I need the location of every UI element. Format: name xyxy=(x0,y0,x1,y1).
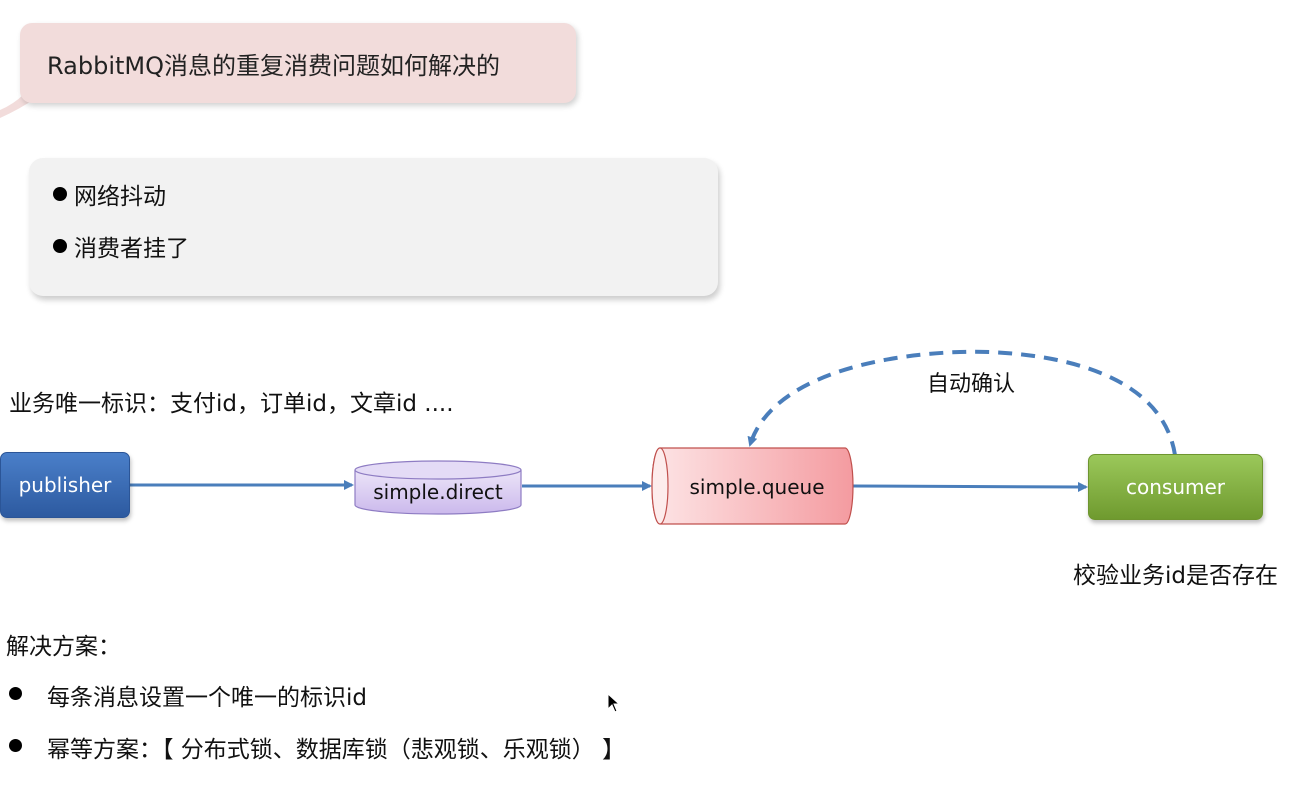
queue-label: simple.queue xyxy=(689,475,824,499)
reason-text: 网络抖动 xyxy=(74,183,166,210)
arrow-queue-to-consumer xyxy=(851,481,1088,492)
exchange-node: simple.direct xyxy=(354,460,522,515)
bullet-icon xyxy=(9,687,22,700)
auto-ack-label: 自动确认 xyxy=(927,372,1016,397)
consumer-node: consumer xyxy=(1088,454,1263,520)
solution-item: 每条消息设置一个唯一的标识id xyxy=(47,685,367,711)
mouse-cursor-icon xyxy=(607,693,621,713)
page-title: RabbitMQ消息的重复消费问题如何解决的 xyxy=(47,51,500,80)
bullet-icon xyxy=(9,739,22,752)
reason-item: 消费者挂了 xyxy=(53,232,718,262)
publisher-node: publisher xyxy=(0,452,130,518)
exchange-label: simple.direct xyxy=(373,480,503,504)
business-id-note: 业务唯一标识：支付id，订单id，文章id .... xyxy=(9,391,454,417)
reason-item: 网络抖动 xyxy=(53,180,718,210)
reason-text: 消费者挂了 xyxy=(74,235,189,262)
title-bubble: RabbitMQ消息的重复消费问题如何解决的 xyxy=(20,23,576,103)
consumer-label: consumer xyxy=(1125,475,1225,499)
solution-item: 幂等方案：【 分布式锁、数据库锁（悲观锁、乐观锁） 】 xyxy=(47,737,626,763)
reasons-card: 网络抖动 消费者挂了 xyxy=(29,158,718,296)
consumer-note: 校验业务id是否存在 xyxy=(1073,563,1278,589)
solution-heading: 解决方案： xyxy=(6,634,121,660)
publisher-label: publisher xyxy=(18,473,112,497)
bullet-icon xyxy=(53,186,67,201)
bullet-icon xyxy=(53,238,67,253)
queue-node: simple.queue xyxy=(651,447,854,525)
ack-dashed-arrow xyxy=(747,349,1177,456)
